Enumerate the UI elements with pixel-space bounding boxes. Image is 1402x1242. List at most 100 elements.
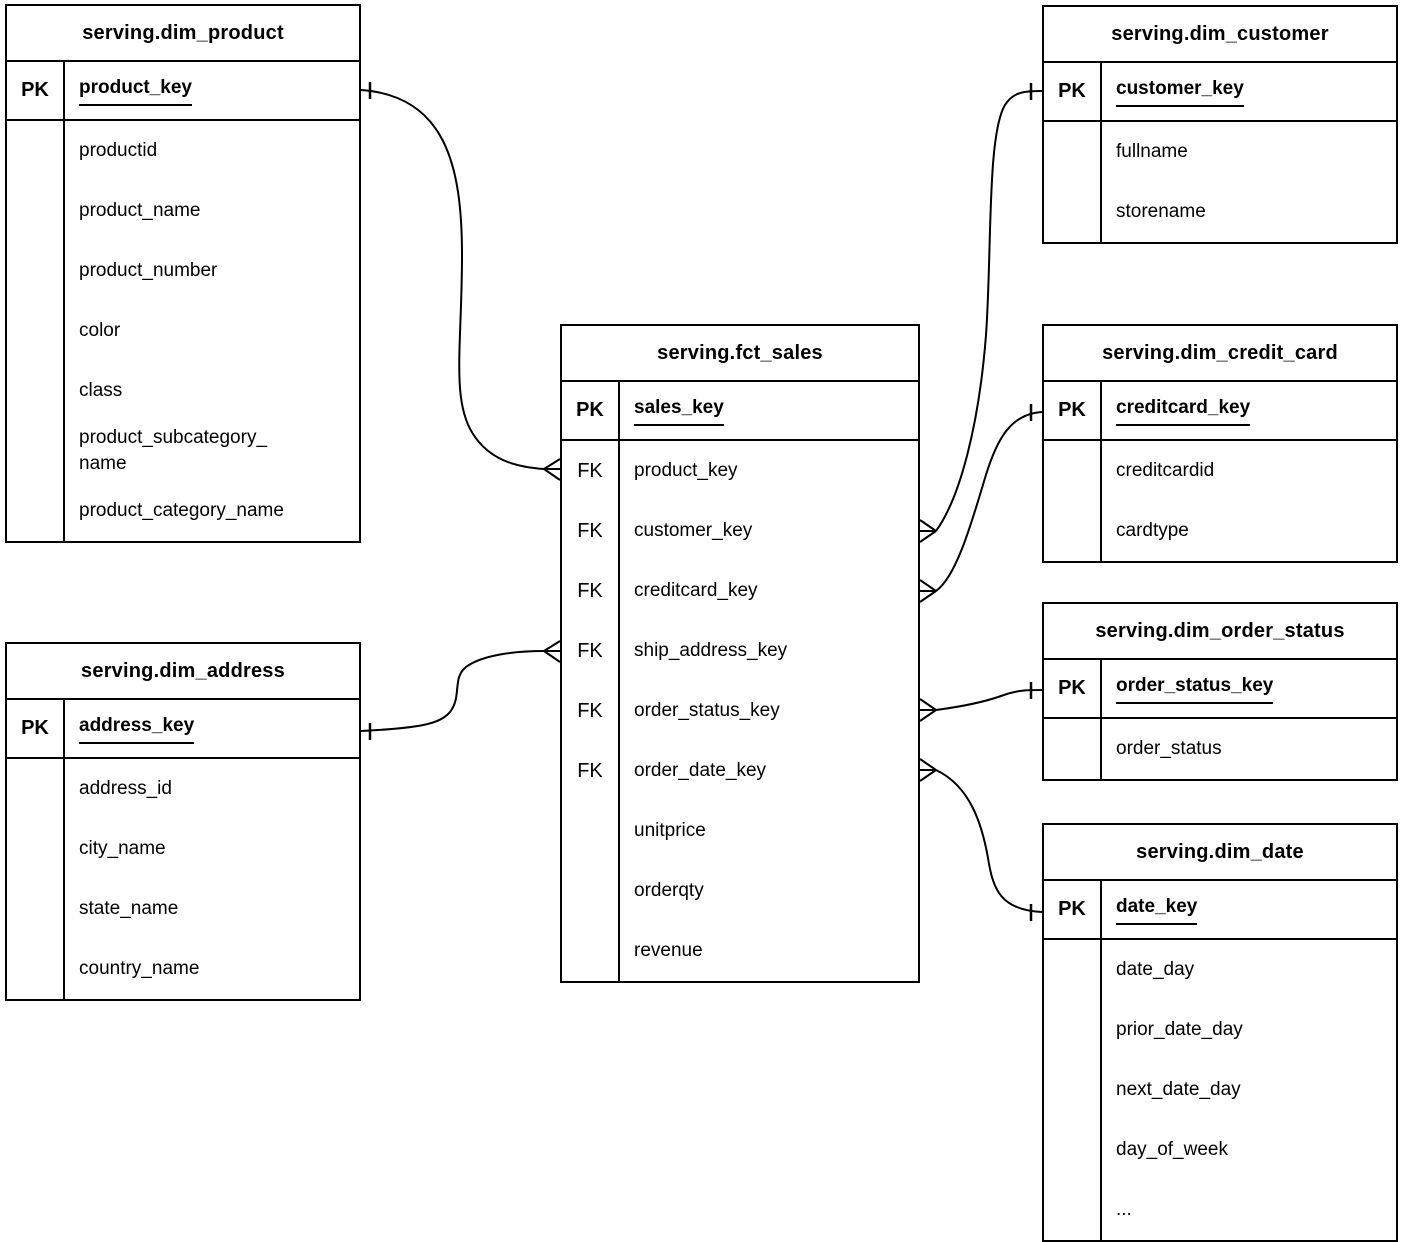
table-title: serving.dim_date bbox=[1044, 825, 1396, 881]
field-name: ... bbox=[1116, 1199, 1132, 1221]
field-name: product_category_name bbox=[79, 500, 284, 522]
relationship-order-date bbox=[919, 758, 1043, 921]
table-title: serving.dim_order_status bbox=[1044, 604, 1396, 660]
pk-field-name: sales_key bbox=[634, 395, 724, 426]
table-title: serving.dim_product bbox=[7, 6, 359, 62]
relationship-address bbox=[360, 640, 561, 740]
crow-foot-many-icon bbox=[543, 640, 561, 663]
field-name: creditcardid bbox=[1116, 460, 1215, 482]
field-name: class bbox=[79, 380, 123, 402]
field-name: product_name bbox=[79, 200, 201, 222]
field-row: productid bbox=[7, 121, 359, 181]
field-row: city_name bbox=[7, 819, 359, 879]
primary-key-row: PK creditcard_key bbox=[1044, 382, 1396, 441]
pk-label: PK bbox=[1044, 881, 1102, 938]
crow-foot-many-icon bbox=[919, 519, 937, 543]
key-cell-empty bbox=[562, 921, 620, 981]
relationship-line bbox=[935, 90, 1043, 532]
fk-label: FK bbox=[562, 741, 620, 801]
field-row: product_category_name bbox=[7, 481, 359, 541]
key-cell-empty bbox=[1044, 441, 1102, 501]
pk-field-cell: order_status_key bbox=[1102, 673, 1396, 704]
field-row: unitprice bbox=[562, 801, 918, 861]
field-name: order_date_key bbox=[634, 760, 767, 782]
pk-field-name: order_status_key bbox=[1116, 673, 1274, 704]
table-title: serving.fct_sales bbox=[562, 326, 918, 382]
key-cell-empty bbox=[7, 819, 65, 879]
field-name: day_of_week bbox=[1116, 1139, 1228, 1161]
field-row: address_id bbox=[7, 759, 359, 819]
field-name: order_status bbox=[1116, 738, 1222, 760]
field-row: day_of_week bbox=[1044, 1120, 1396, 1180]
key-cell-empty bbox=[1044, 1060, 1102, 1120]
relationship-order-status bbox=[919, 682, 1043, 722]
key-cell-empty bbox=[7, 939, 65, 999]
pk-field-cell: customer_key bbox=[1102, 76, 1396, 107]
field-name: customer_key bbox=[634, 520, 753, 542]
field-name: unitprice bbox=[634, 820, 706, 842]
key-cell-empty bbox=[562, 861, 620, 921]
relationship-product bbox=[360, 82, 561, 481]
key-cell-empty bbox=[7, 759, 65, 819]
table-title: serving.dim_credit_card bbox=[1044, 326, 1396, 382]
field-name: creditcard_key bbox=[634, 580, 758, 602]
pk-label: PK bbox=[562, 382, 620, 439]
key-cell-empty bbox=[1044, 501, 1102, 561]
field-row: cardtype bbox=[1044, 501, 1396, 561]
key-cell-empty bbox=[7, 361, 65, 421]
fk-label: FK bbox=[562, 441, 620, 501]
field-row: color bbox=[7, 301, 359, 361]
field-row: country_name bbox=[7, 939, 359, 999]
field-row: order_status bbox=[1044, 719, 1396, 779]
field-name: storename bbox=[1116, 201, 1206, 223]
field-name: next_date_day bbox=[1116, 1079, 1241, 1101]
field-name: color bbox=[79, 320, 121, 342]
pk-field-cell: product_key bbox=[65, 75, 359, 106]
pk-field-cell: address_key bbox=[65, 713, 359, 744]
key-cell-empty bbox=[1044, 1180, 1102, 1240]
fk-label: FK bbox=[562, 681, 620, 741]
key-cell-empty bbox=[1044, 182, 1102, 242]
field-name: product_number bbox=[79, 260, 218, 282]
fk-label: FK bbox=[562, 501, 620, 561]
field-name: order_status_key bbox=[634, 700, 780, 722]
relationship-line bbox=[935, 689, 1043, 711]
relationship-line bbox=[360, 650, 545, 732]
field-row: storename bbox=[1044, 182, 1396, 242]
field-row: FK customer_key bbox=[562, 501, 918, 561]
field-name: productid bbox=[79, 140, 158, 162]
field-name: revenue bbox=[634, 940, 703, 962]
pk-field-cell: sales_key bbox=[620, 395, 918, 426]
key-cell-empty bbox=[7, 241, 65, 301]
field-row: product_name bbox=[7, 181, 359, 241]
field-row: ... bbox=[1044, 1180, 1396, 1240]
field-name: address_id bbox=[79, 778, 172, 800]
field-row: FK product_key bbox=[562, 441, 918, 501]
field-name: country_name bbox=[79, 958, 200, 980]
pk-field-name: creditcard_key bbox=[1116, 395, 1251, 426]
crow-foot-many-icon bbox=[919, 579, 937, 603]
relationship-credit-card bbox=[919, 404, 1043, 603]
key-cell-empty bbox=[7, 181, 65, 241]
field-name: product_key bbox=[634, 460, 738, 482]
field-row: FK order_date_key bbox=[562, 741, 918, 801]
field-row: product_number bbox=[7, 241, 359, 301]
field-name: prior_date_day bbox=[1116, 1019, 1243, 1041]
pk-label: PK bbox=[1044, 382, 1102, 439]
field-row: class bbox=[7, 361, 359, 421]
pk-field-cell: date_key bbox=[1102, 894, 1396, 925]
pk-field-name: address_key bbox=[79, 713, 195, 744]
key-cell-empty bbox=[1044, 122, 1102, 182]
field-name: city_name bbox=[79, 838, 166, 860]
field-row: fullname bbox=[1044, 122, 1396, 182]
